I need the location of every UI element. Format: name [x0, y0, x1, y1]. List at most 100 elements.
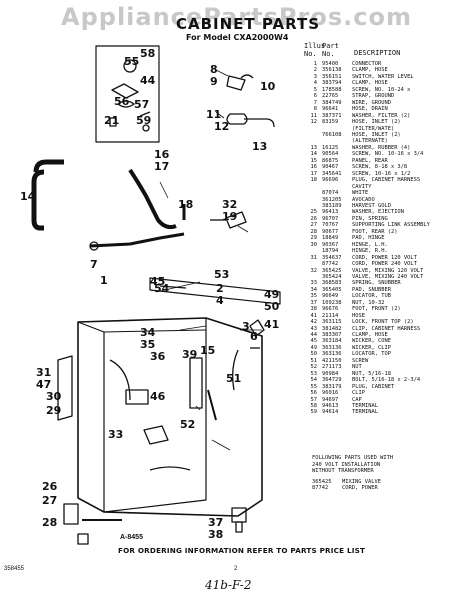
part-no: 365405	[322, 286, 342, 293]
callout-11: 11	[206, 108, 222, 121]
part-no: 178588	[322, 86, 342, 93]
watermark: AppliancePartsPros.com	[61, 3, 412, 31]
callout-15: 15	[200, 344, 216, 357]
illus-no: 30	[310, 241, 318, 248]
callout-57: 57	[134, 98, 150, 111]
part-desc: LOCATOR, TOP	[352, 351, 391, 358]
page-number: 2	[234, 566, 238, 572]
callout-6: 6	[250, 330, 258, 343]
part-no: 354637	[322, 254, 342, 261]
illus-no: 59	[310, 409, 318, 416]
part-desc: SCREW, NO. 10-16 x 3/4	[352, 151, 424, 158]
illus-no: 58	[310, 403, 318, 410]
illus-no: 8	[313, 106, 317, 113]
callout-36: 36	[150, 350, 166, 363]
parts-row: 383189 HARVEST GOLD	[304, 203, 472, 209]
part-desc: CLAMP, HOSE	[352, 332, 388, 339]
part-no: 96707	[322, 215, 339, 222]
part-no: 365425	[322, 267, 342, 274]
illus-no: 45	[310, 338, 318, 345]
callout-53: 53	[214, 268, 230, 281]
callout-1: 1	[100, 274, 108, 287]
part-desc: WASHER, FILTER (2)	[352, 112, 411, 119]
part-no: 95400	[322, 61, 339, 67]
illus-no: 41	[310, 312, 318, 319]
callout-17: 17	[154, 160, 170, 173]
callout-34: 34	[140, 326, 156, 339]
callout-46: 46	[150, 390, 166, 403]
part-no: 22765	[322, 93, 339, 100]
part-no: 766108	[322, 131, 342, 138]
part-desc: CORD, POWER 240 VOLT	[352, 261, 417, 268]
part-no: 87742	[322, 261, 339, 268]
part-no: 96413	[322, 209, 339, 216]
part-desc: PLUG, CABINET	[352, 383, 395, 390]
part-no: 16125	[322, 144, 339, 151]
part-no: 383794	[322, 80, 342, 87]
illus-no: 4	[313, 80, 317, 87]
part-desc: NUT, 5/16-18	[352, 370, 391, 377]
callout-26: 26	[42, 480, 58, 493]
illus-no: 43	[310, 325, 318, 332]
illus-no: 17	[310, 170, 318, 177]
part-no: 96016	[322, 390, 339, 397]
part-desc: SCREW, 8-18 x 3/8	[352, 164, 408, 171]
illus-no: 54	[310, 377, 318, 384]
part-desc: HOSE, DRAIN	[352, 106, 388, 113]
part-desc: CLAMP, HOSE	[352, 80, 388, 87]
part-desc: TERMINAL	[352, 409, 378, 416]
callout-21: 21	[104, 114, 120, 127]
part-no: 109238	[322, 299, 342, 306]
part-no: 381482	[322, 325, 342, 332]
col-illus-header: Illus No.	[304, 42, 326, 58]
part-desc: PIN, SPRING	[352, 215, 388, 222]
callout-56: 56	[114, 95, 130, 108]
part-desc: SCREW, NO. 10-24 x	[352, 86, 411, 93]
callout-47: 47	[36, 378, 52, 391]
part-no: 87074	[322, 190, 339, 197]
callout-33: 33	[108, 428, 124, 441]
illus-no: 34	[310, 286, 318, 293]
callout-39: 39	[182, 348, 198, 361]
part-no: 90367	[322, 241, 339, 248]
callout-54: 54	[154, 282, 170, 295]
illus-no: 57	[310, 396, 318, 403]
part-desc: VALVE, MIXING 240 VOLT	[352, 273, 424, 280]
voltage-note: FOLLOWING PARTS USED WITH 240 VOLT INSTA…	[312, 455, 394, 474]
ordering-note: FOR ORDERING INFORMATION REFER TO PARTS …	[118, 546, 366, 555]
part-desc: CAP	[352, 396, 362, 403]
extra-part-no: 87742	[312, 485, 329, 491]
part-desc: HARVEST GOLD	[352, 202, 391, 209]
part-desc: PAD, HINGE	[352, 235, 385, 242]
part-no: 83159	[322, 119, 339, 126]
extra-desc: MIXING VALVE	[342, 478, 381, 485]
parts-row: CAVITY	[304, 184, 472, 190]
part-no: 383189	[322, 202, 342, 209]
parts-row: 87742 CORD, POWER 240 VOLT	[304, 261, 472, 267]
illus-no: 3	[313, 73, 317, 80]
callout-19: 19	[222, 210, 238, 223]
part-desc: WIRE, GROUND	[352, 99, 391, 106]
